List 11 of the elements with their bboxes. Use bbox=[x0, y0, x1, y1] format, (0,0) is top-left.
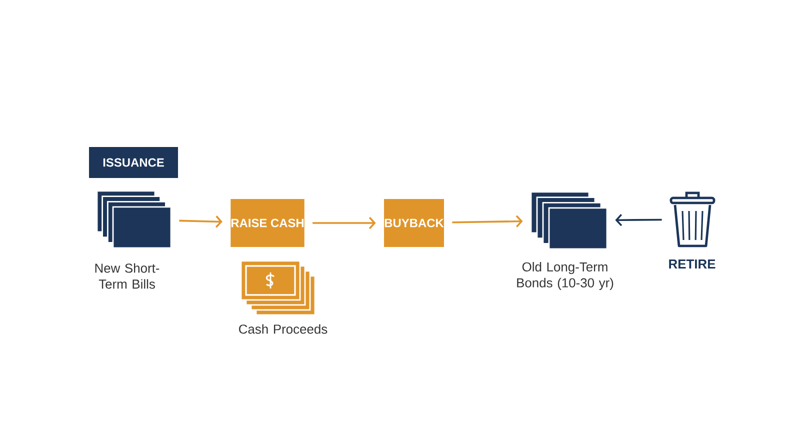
caption-text: Cash Proceeds bbox=[239, 324, 328, 334]
caption-text: New Short-Term Bills bbox=[95, 263, 160, 289]
arrow bbox=[615, 214, 662, 226]
caption-text: Old Long-Term Bonds (10-30 yr) bbox=[517, 262, 614, 290]
arrow bbox=[452, 215, 523, 228]
step-box: ISSUANCE bbox=[89, 146, 178, 178]
node-label: RETIRE bbox=[669, 260, 716, 268]
step-box: BUYBACK bbox=[384, 198, 444, 247]
arrow bbox=[312, 216, 376, 230]
arrow bbox=[179, 216, 222, 228]
step-box: RAISE CASH bbox=[230, 198, 304, 247]
